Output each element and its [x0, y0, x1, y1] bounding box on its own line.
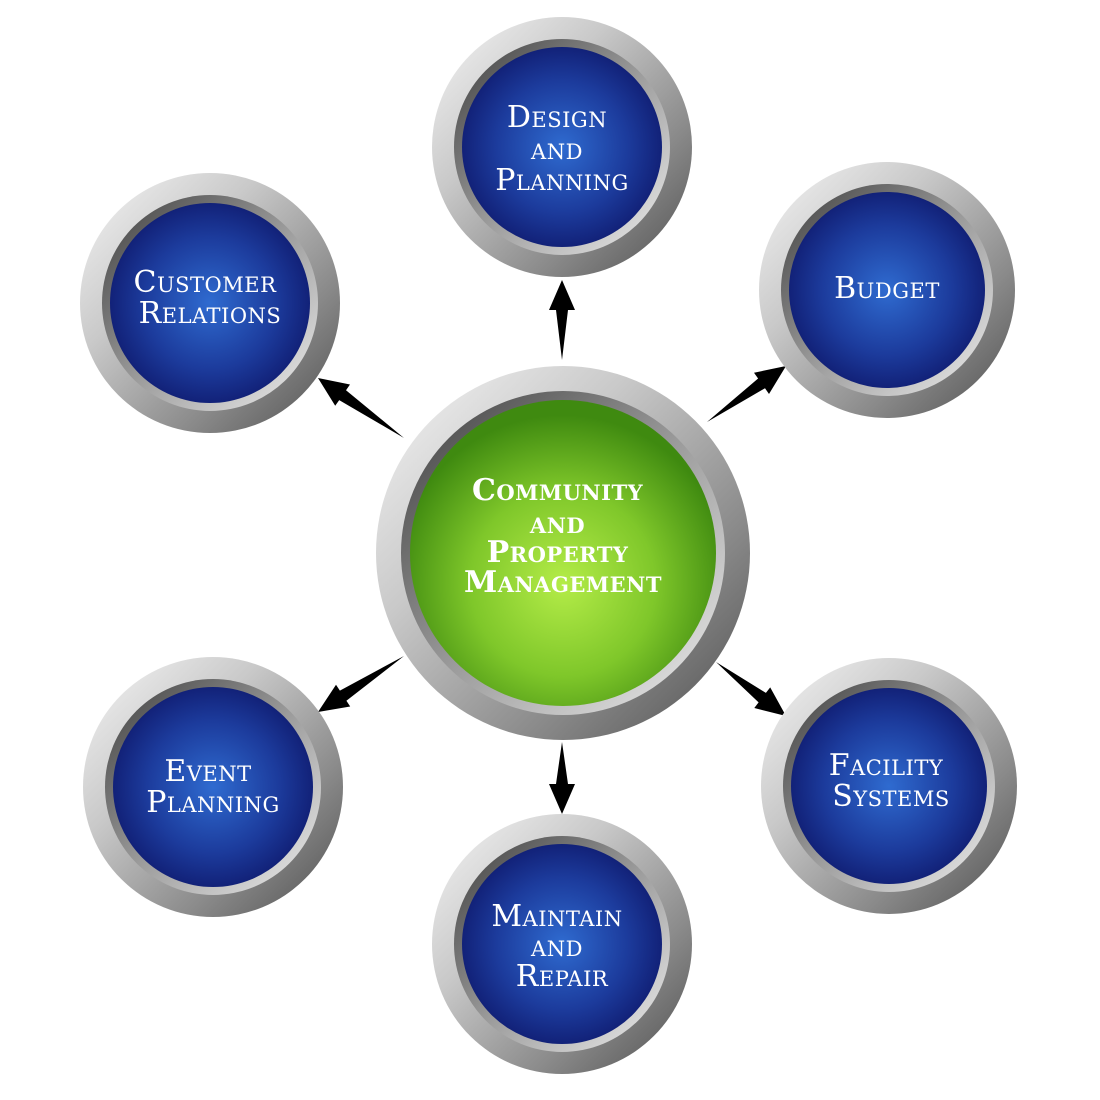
node-label: Facility Systems: [829, 748, 954, 814]
center-node-fill: [410, 400, 716, 706]
center-label-line: Community: [472, 473, 644, 508]
node-fill: [113, 687, 313, 887]
node-fill: [462, 47, 662, 247]
arrow-to-budget: [707, 366, 786, 422]
node-label-line: Facility: [829, 748, 944, 783]
arrow-to-design-and-planning: [549, 280, 575, 360]
arrow-to-customer-relations: [318, 378, 404, 438]
node-budget: Budget: [759, 162, 1015, 418]
center-node-community-and-property-management: Community and Property Management: [376, 366, 750, 740]
node-label-line: Systems: [832, 779, 950, 814]
node-fill: [462, 844, 662, 1044]
node-label: Customer Relations: [134, 265, 287, 331]
arrow-to-facility-systems: [716, 662, 786, 716]
node-event-planning: Event Planning: [83, 657, 343, 917]
center-label-line: and: [529, 506, 585, 541]
node-label-line: Relations: [139, 296, 282, 331]
node-label-line: Maintain: [491, 899, 622, 934]
center-label-line: Management: [464, 565, 662, 600]
node-customer-relations: Customer Relations: [80, 173, 340, 433]
node-fill: [791, 688, 987, 884]
node-label-line: and: [530, 132, 583, 167]
node-label-line: Planning: [146, 785, 280, 820]
node-label: Maintain and Repair: [491, 899, 632, 994]
node-label-line: Repair: [516, 959, 609, 994]
node-design-and-planning: Design and Planning: [432, 17, 692, 277]
node-fill: [110, 203, 310, 403]
node-maintain-and-repair: Maintain and Repair: [432, 814, 692, 1074]
arrow-to-event-planning: [318, 656, 404, 712]
node-label-line: Planning: [495, 163, 629, 198]
connector-arrows: [318, 280, 786, 814]
node-label-line: Budget: [834, 271, 940, 306]
node-facility-systems: Facility Systems: [761, 658, 1017, 914]
node-label-line: Customer: [134, 265, 278, 300]
node-label: Design and Planning: [495, 100, 629, 198]
center-node-label: Community and Property Management: [464, 473, 662, 600]
node-label-line: and: [530, 929, 583, 964]
node-label: Event Planning: [146, 754, 280, 820]
arrow-to-maintain-and-repair: [549, 742, 575, 814]
node-label-line: Design: [507, 100, 607, 135]
node-fill: [789, 192, 985, 388]
node-label: Budget: [834, 271, 940, 306]
center-label-line: Property: [487, 535, 629, 570]
node-label-line: Event: [164, 754, 251, 789]
